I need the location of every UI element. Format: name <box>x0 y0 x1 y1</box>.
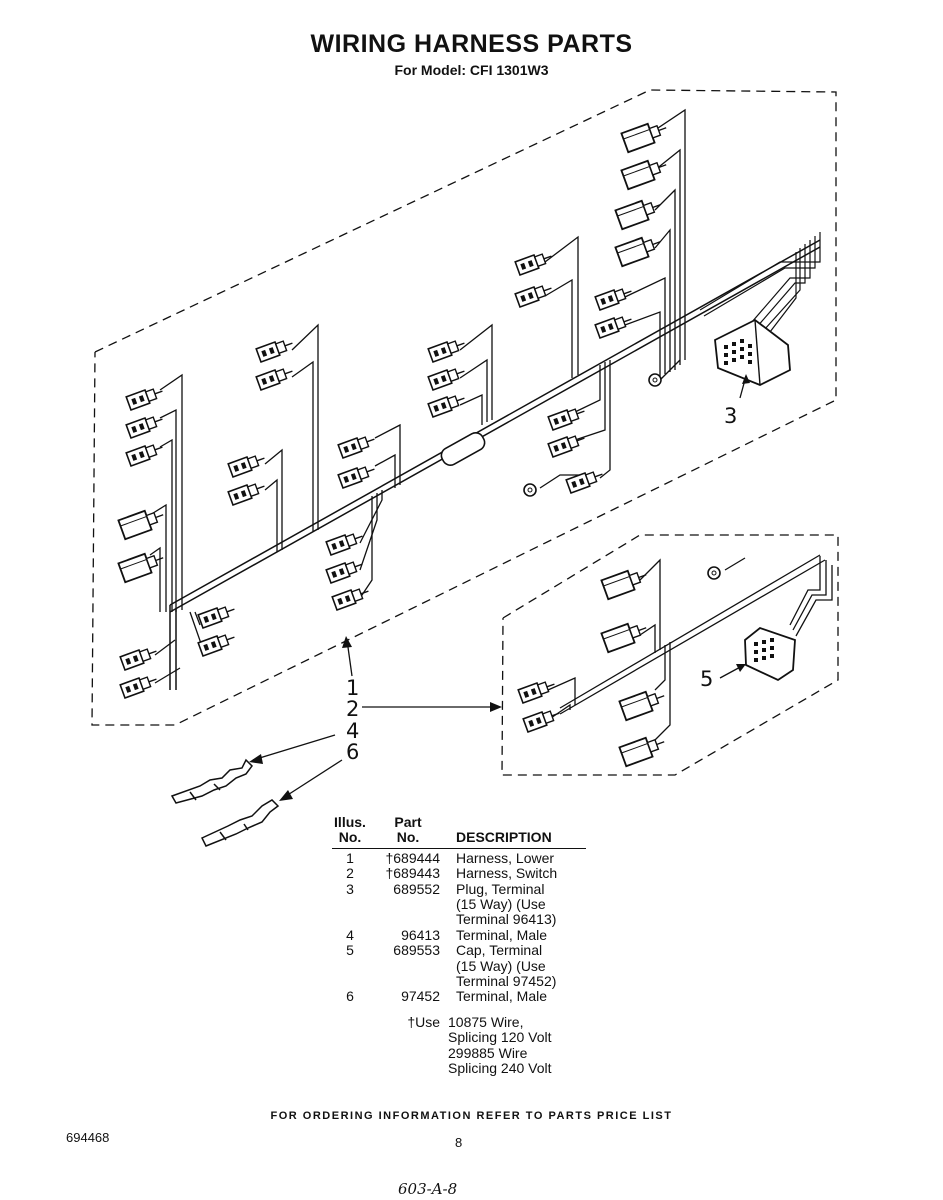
callout-5: 5 <box>700 667 714 691</box>
part-number: †689443 <box>385 865 440 882</box>
part-description: Terminal, Male <box>448 926 596 943</box>
description-line: Terminal 96413) <box>456 911 557 928</box>
lower-harness-trunk <box>169 239 821 690</box>
description-line: Plug, Terminal <box>456 880 545 897</box>
switch-harness-wires <box>547 554 833 741</box>
table-row: 4 96413 Terminal, Male <box>332 926 596 943</box>
plug-bundle <box>699 232 821 346</box>
callout-4: 4 <box>346 719 360 743</box>
header-part: Part <box>394 814 422 830</box>
doc-number: 694468 <box>66 1130 110 1145</box>
part-number: 97452 <box>401 988 440 1005</box>
part-description: Harness, Lower <box>448 849 596 866</box>
lower-harness-branches <box>149 108 686 684</box>
header-part-no: No. <box>396 829 420 846</box>
illus-number: 5 <box>346 942 354 959</box>
description-line: Terminal, Male <box>456 926 548 943</box>
callout-2: 2 <box>346 697 360 721</box>
description-line: Harness, Switch <box>456 865 558 882</box>
terminal-male-6 <box>200 799 280 847</box>
description-line: Terminal 97452) <box>456 973 557 990</box>
description-line: Terminal, Male <box>456 988 548 1005</box>
terminal-male-4 <box>170 758 253 804</box>
lower-harness-outline <box>91 89 837 726</box>
header-illus-no: No. <box>338 829 362 846</box>
lower-harness-connectors <box>117 117 671 699</box>
model-subtitle: For Model: CFI 1301W3 <box>394 62 549 78</box>
table-body: 1 †689444 Harness, Lower 2 †689443 Harness, S… <box>332 849 596 1005</box>
callout-6: 6 <box>346 740 360 764</box>
illus-number: 4 <box>346 926 354 943</box>
table-row: 6 97452 Terminal, Male <box>332 988 596 1005</box>
header-illus: Illus. <box>334 814 366 830</box>
illus-number: 3 <box>346 880 354 897</box>
note-line: 299885 Wire <box>448 1044 528 1061</box>
page-title: WIRING HARNESS PARTS <box>310 30 633 58</box>
note-line: Splicing 120 Volt <box>448 1029 552 1046</box>
header-description: DESCRIPTION <box>456 829 552 846</box>
part-number: †689444 <box>385 849 440 866</box>
arrow-heads <box>249 636 502 801</box>
part-number: 96413 <box>401 926 440 943</box>
handwritten-note: 603-A-8 <box>398 1180 458 1198</box>
callout-1: 1 <box>346 676 360 700</box>
ordering-footer: FOR ORDERING INFORMATION REFER TO PARTS … <box>270 1110 673 1122</box>
description-line: Harness, Lower <box>456 849 555 866</box>
table-row: 2 †689443 Harness, Switch <box>332 865 596 882</box>
note-line: Splicing 240 Volt <box>448 1060 552 1077</box>
description-line: (15 Way) (Use <box>456 896 546 913</box>
note-label: †Use <box>407 1013 440 1030</box>
table-rule <box>332 847 586 849</box>
switch-harness-connectors <box>517 564 721 768</box>
table-row: 1 †689444 Harness, Lower <box>332 849 596 866</box>
illus-number: 2 <box>346 865 354 882</box>
splice-tube <box>440 432 486 466</box>
part-number: 689553 <box>393 942 440 959</box>
description-line: (15 Way) (Use <box>456 957 546 974</box>
leader-lines <box>252 639 497 799</box>
table-header: Illus. No. Part No. DESCRIPTION <box>332 814 596 846</box>
illus-number: 1 <box>346 849 354 866</box>
switch-harness-outline <box>501 534 839 776</box>
illus-number: 6 <box>346 988 354 1005</box>
part-number: 689552 <box>393 880 440 897</box>
part-description: Terminal, Male <box>448 988 596 1005</box>
terminal-plug <box>714 318 791 399</box>
callout-3: 3 <box>724 404 738 428</box>
page-number: 8 <box>455 1135 463 1150</box>
parts-table: Illus. No. Part No. DESCRIPTION 1 †689444… <box>332 814 596 1077</box>
part-description: Harness, Switch <box>448 865 596 882</box>
description-line: Cap, Terminal <box>456 942 543 959</box>
note-line: 10875 Wire, <box>448 1013 524 1030</box>
terminal-cap <box>719 626 796 682</box>
